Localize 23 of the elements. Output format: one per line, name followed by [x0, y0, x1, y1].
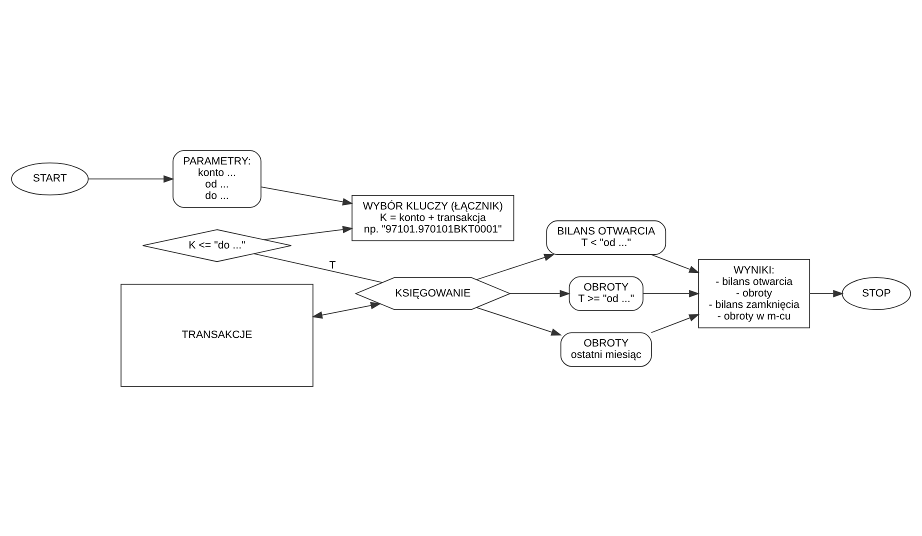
arrow	[809, 289, 844, 297]
arrow	[476, 253, 555, 280]
arrow	[88, 174, 174, 182]
node-ellipse: START	[11, 162, 89, 195]
arrow	[476, 306, 562, 336]
node-box: WYBÓR KLUCZY (ŁĄCZNIK) K = konto + transakcja np. "97101.970101BKT0001"	[352, 194, 514, 241]
arrow	[650, 314, 700, 333]
arrow	[650, 254, 700, 273]
edge-label: T	[329, 258, 336, 271]
node-box: WYNIKI: - bilans otwarcia - obroty - bilans zamknięcia - obroty w m-cu	[698, 258, 810, 328]
node-box: TRANSAKCJE	[120, 283, 314, 386]
arrow	[510, 289, 570, 297]
arrow	[312, 301, 382, 318]
node-diamond: K <= "do ..."	[142, 228, 292, 262]
connector	[254, 252, 383, 282]
node-ellipse: STOP	[842, 276, 912, 310]
node-box: BILANS OTWARCIA T < "od ..."	[546, 220, 666, 254]
node-box: OBROTY ostatni miesiąc	[560, 332, 652, 366]
arrow	[260, 186, 354, 205]
node-box: PARAMETRY: konto ... od ... do ...	[172, 150, 262, 208]
arrow	[642, 289, 700, 297]
arrow	[263, 225, 354, 240]
node-box: OBROTY T >= "od ..."	[568, 276, 644, 310]
